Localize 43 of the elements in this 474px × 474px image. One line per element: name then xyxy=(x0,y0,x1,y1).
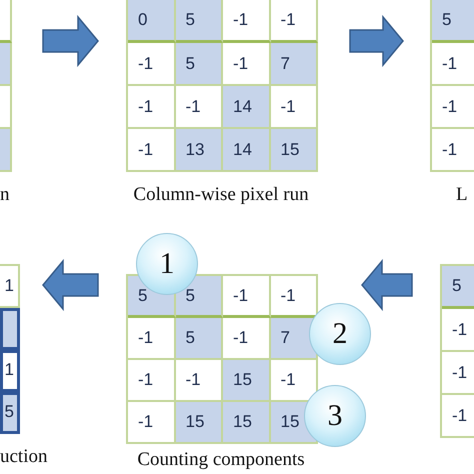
table-caption: L xyxy=(456,184,468,206)
table-cell: -1 xyxy=(128,129,176,172)
table-cell: 15 xyxy=(223,360,270,402)
table-cell: -1 xyxy=(128,360,176,402)
block-arrow xyxy=(361,258,413,312)
table-cell: 14 xyxy=(223,86,270,129)
table-cell: 5 xyxy=(432,0,474,43)
table-cell: 15 xyxy=(223,402,270,444)
block-arrow xyxy=(42,258,99,312)
table-cell: -1 xyxy=(223,0,270,43)
table-cell: 1 xyxy=(0,350,20,392)
block-arrow xyxy=(42,14,99,68)
table-cell: -1 xyxy=(128,318,176,360)
table-caption: Column-wise pixel run xyxy=(133,184,309,206)
table-cell: 5 xyxy=(442,266,474,309)
table-cell: -1 xyxy=(223,276,270,318)
table-cell: -1 xyxy=(128,43,176,86)
block-arrow xyxy=(349,14,404,68)
number-circle: 3 xyxy=(304,385,366,447)
table-cell: -1 xyxy=(176,360,223,402)
table-cell: 13 xyxy=(176,129,223,172)
table-cell: 7 xyxy=(270,43,318,86)
table-cell: 15 xyxy=(176,402,223,444)
table-cell: 14 xyxy=(223,129,270,172)
table-cell: -1 xyxy=(223,318,270,360)
table-cell: 1 xyxy=(0,266,20,308)
table-cell: -1 xyxy=(270,276,318,318)
table-cell: -1 xyxy=(270,0,318,43)
number-circle: 2 xyxy=(309,303,371,365)
table-cell: -1 xyxy=(223,43,270,86)
table-cell: 5 xyxy=(0,392,20,434)
table-caption: uction xyxy=(0,446,48,468)
table-caption: Counting components xyxy=(137,449,305,471)
table-cell: -1 xyxy=(176,86,223,129)
table-cell: -1 xyxy=(270,86,318,129)
table-cell: 15 xyxy=(270,129,318,172)
table-cell: 0 xyxy=(128,0,176,43)
table-cell: 5 xyxy=(176,0,223,43)
table-cell: 5 xyxy=(176,318,223,360)
table-cell: -1 xyxy=(128,86,176,129)
table-cell: 5 xyxy=(176,43,223,86)
table-caption: n xyxy=(0,184,10,206)
table-cell: -1 xyxy=(128,402,176,444)
